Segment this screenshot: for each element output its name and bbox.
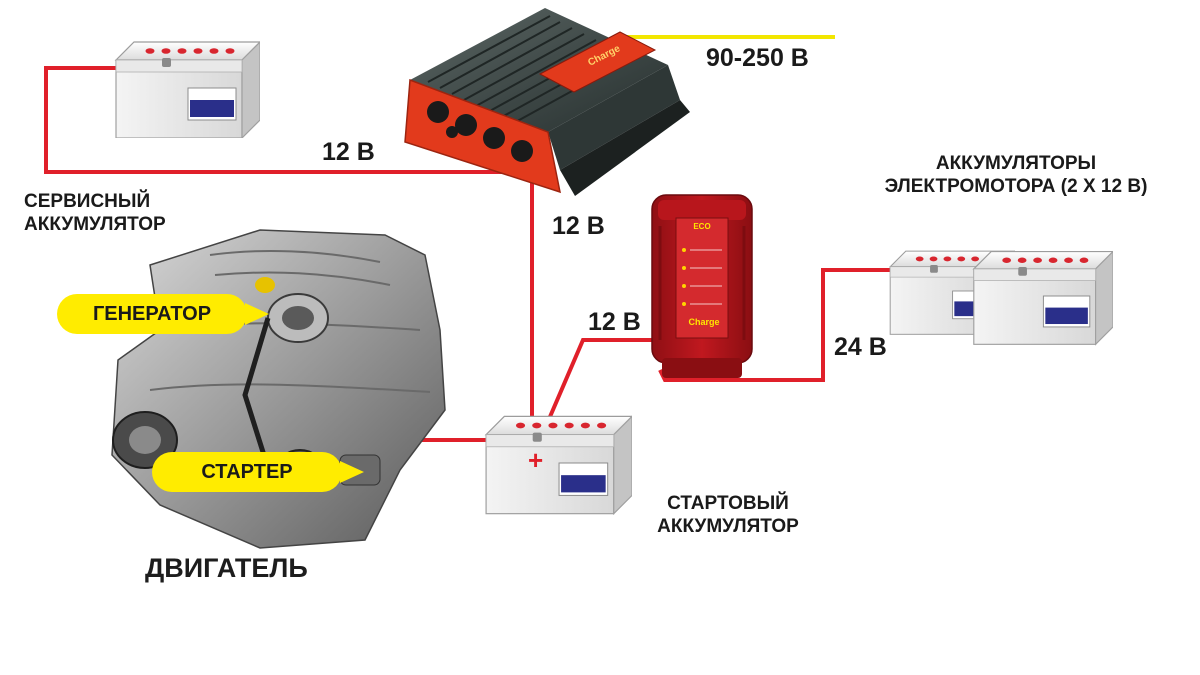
service-battery-wire <box>44 66 540 174</box>
motor-batteries-caption-line2: ЭЛЕКТРОМОТОРА (2 Х 12 В) <box>884 176 1148 197</box>
motor-batteries-caption-line1: АККУМУЛЯТОРЫ <box>935 153 1097 174</box>
starter-callout: СТАРТЕР <box>152 452 364 492</box>
booster-in-voltage-label: 12 В <box>588 308 641 336</box>
dc-dc-booster: ECO Charge <box>651 194 753 378</box>
booster-brand-print: ECO <box>693 222 710 231</box>
engine <box>111 229 446 549</box>
starter-battery <box>485 415 632 515</box>
service-battery-caption-line2: АККУМУЛЯТОР <box>24 214 166 235</box>
service-battery-caption: СЕРВИСНЫЙ АККУМУЛЯТОР <box>24 190 166 236</box>
motor-wire-voltage-label: 24 В <box>834 333 887 361</box>
starter-battery-plus: + <box>528 445 543 475</box>
service-battery <box>115 41 260 138</box>
engine-caption: ДВИГАТЕЛЬ <box>145 553 308 583</box>
generator-callout: ГЕНЕРАТОР <box>57 294 269 334</box>
mains-voltage-label: 90-250 В <box>706 44 809 72</box>
service-battery-caption-line1: СЕРВИСНЫЙ <box>24 191 151 212</box>
service-wire-voltage-label: 12 В <box>322 138 375 166</box>
starter-battery-caption-line2: АККУМУЛЯТОР <box>657 516 799 537</box>
booster-input-wire <box>538 338 660 441</box>
motor-battery-front <box>973 250 1113 346</box>
starter-battery-caption: СТАРТОВЫЙ АККУМУЛЯТОР <box>638 492 818 538</box>
booster-footer-print: Charge <box>688 317 719 327</box>
motor-batteries-caption: АККУМУЛЯТОРЫ ЭЛЕКТРОМОТОРА (2 Х 12 В) <box>856 152 1176 198</box>
starter-battery-caption-line1: СТАРТОВЫЙ <box>667 493 789 514</box>
charger-down-voltage-label: 12 В <box>552 212 605 240</box>
battery-charger: Charge <box>404 8 690 196</box>
